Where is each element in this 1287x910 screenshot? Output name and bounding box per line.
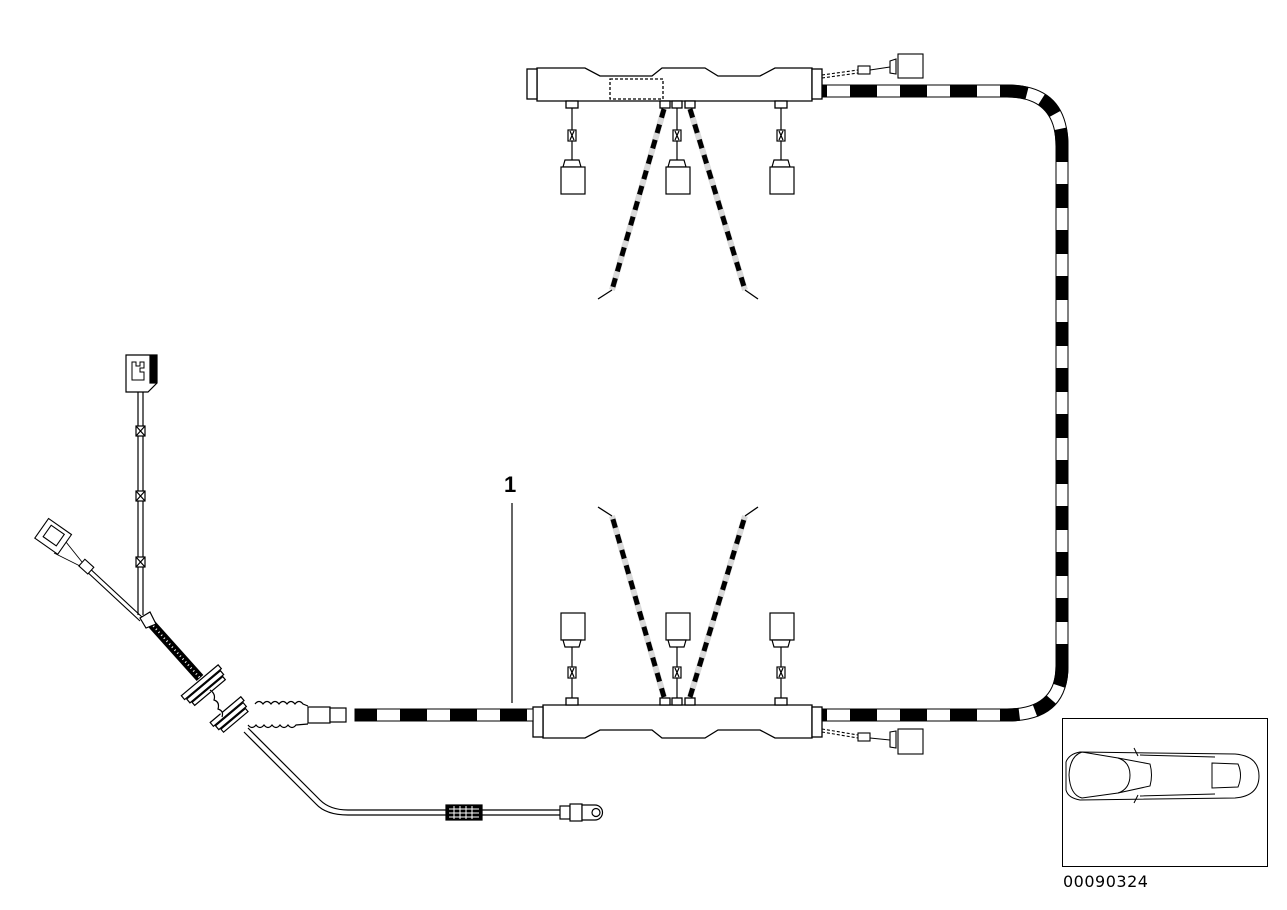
upper-branch-connectors: [560, 108, 795, 195]
lower-connector-rail: [532, 697, 823, 739]
upper-right-plug: [821, 53, 924, 79]
vertical-branch: [125, 354, 158, 615]
upper-connector-rail: [526, 67, 823, 109]
upper-diagonal-cables: [597, 108, 759, 300]
grommet-boot: [180, 664, 309, 734]
braided-section: [139, 611, 204, 682]
main-harness-cable: [307, 706, 534, 724]
callout-label-1: 1: [504, 472, 517, 497]
diagram-id: 00090324: [1063, 872, 1149, 891]
lower-branch-connectors: [560, 612, 795, 698]
harness-loop: [821, 84, 1069, 722]
ground-strap: [243, 727, 604, 822]
lower-diagonal-cables: [597, 506, 759, 698]
lower-right-plug: [821, 728, 924, 755]
thumbnail-frame: [1062, 718, 1268, 867]
diagonal-branch: [34, 517, 143, 622]
